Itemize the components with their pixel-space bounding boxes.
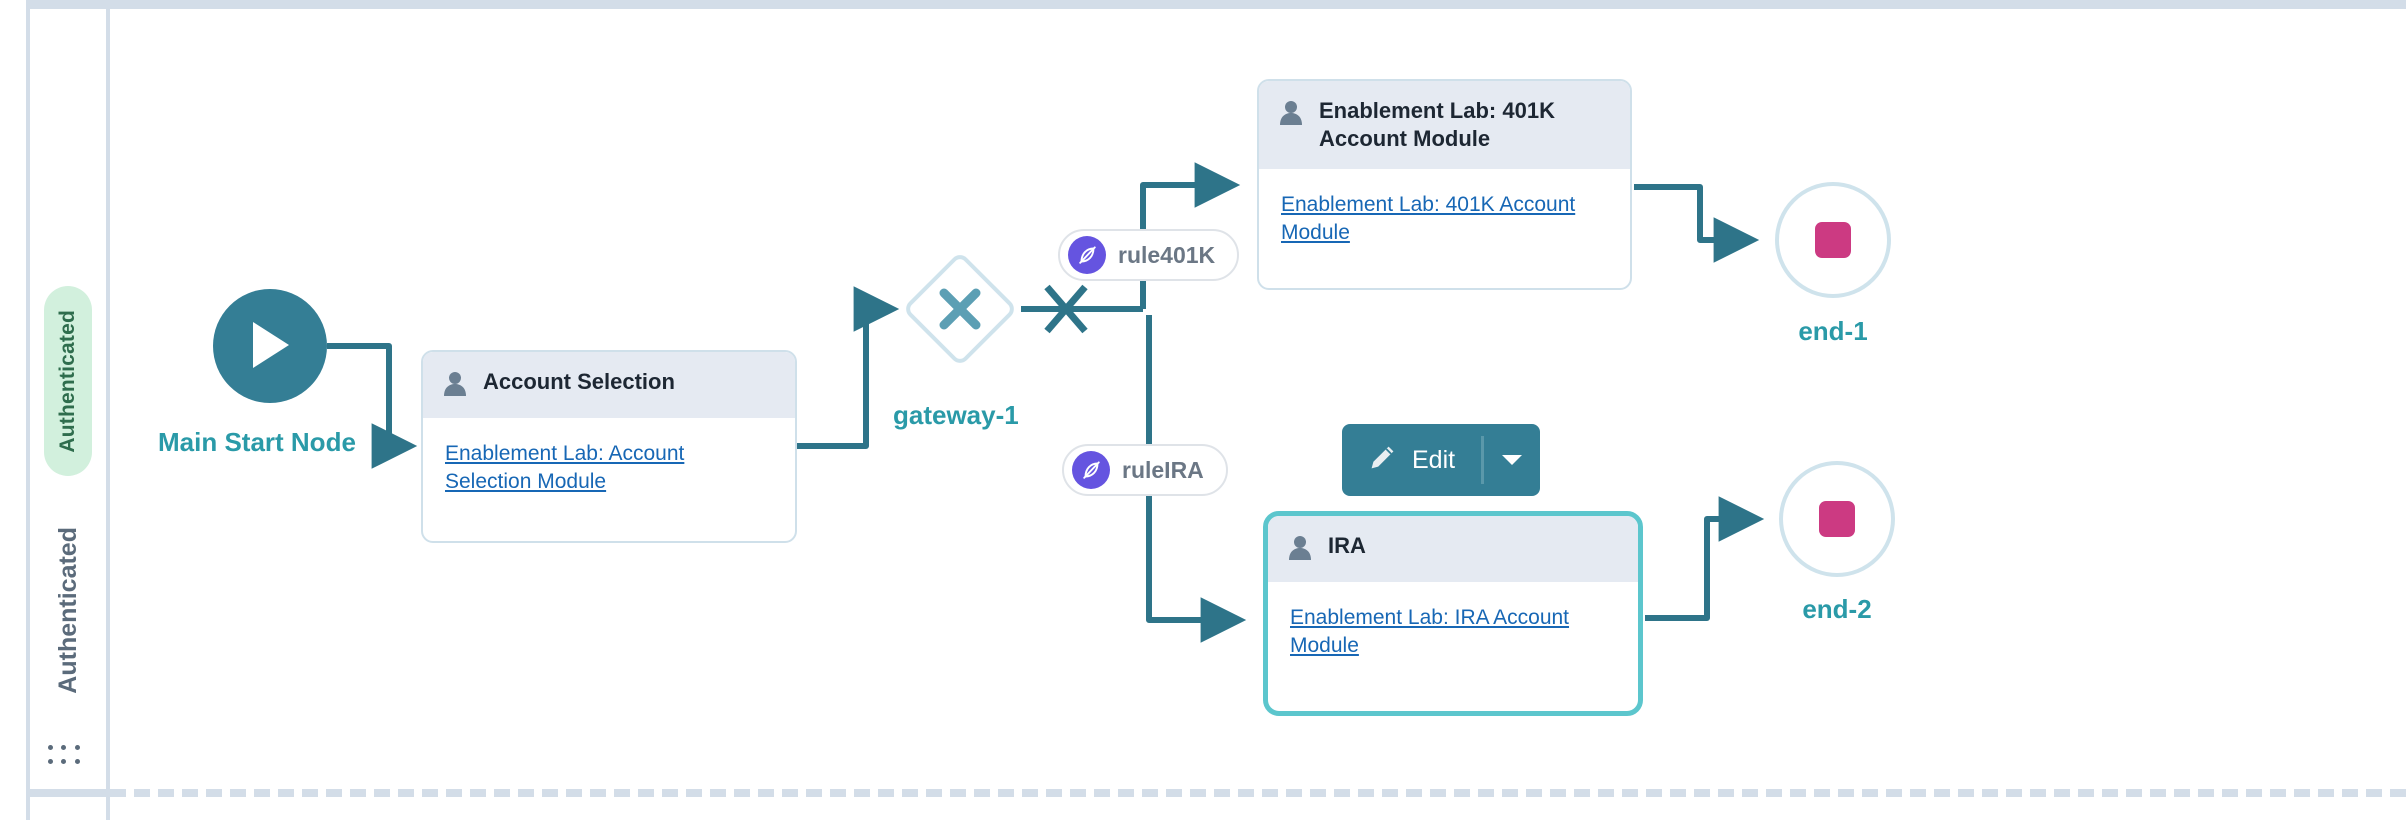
task-card-title: Enablement Lab: 401K Account Module bbox=[1319, 98, 1555, 152]
task-card-account-selection[interactable]: Account Selection Enablement Lab: Accoun… bbox=[421, 350, 797, 543]
rule-leaf-icon bbox=[1068, 236, 1106, 274]
play-icon bbox=[253, 322, 289, 368]
task-card-link[interactable]: Enablement Lab: IRA Account Module bbox=[1290, 606, 1570, 658]
gateway-label: gateway-1 bbox=[893, 400, 1019, 430]
wire-ira-to-end2 bbox=[1645, 496, 1765, 621]
task-card-header: Enablement Lab: 401K Account Module bbox=[1259, 81, 1630, 170]
lane-auth-badge: Authenticated bbox=[44, 286, 92, 476]
end-node-end-2[interactable] bbox=[1779, 461, 1895, 577]
user-task-icon bbox=[1279, 100, 1303, 131]
rule-leaf-icon bbox=[1072, 451, 1110, 489]
lane-top-border bbox=[26, 0, 2406, 9]
drag-dots-icon[interactable] bbox=[48, 745, 84, 769]
end-node-label: end-2 bbox=[1802, 594, 1872, 624]
task-card-link[interactable]: Enablement Lab: Account Selection Module bbox=[445, 442, 685, 494]
wire-401k-to-end1 bbox=[1634, 184, 1760, 263]
chevron-down-icon bbox=[1502, 455, 1523, 465]
task-card-401k-account-module[interactable]: Enablement Lab: 401K Account Module Enab… bbox=[1257, 79, 1632, 290]
end-node-label: end-1 bbox=[1798, 316, 1868, 346]
task-card-body: Enablement Lab: Account Selection Module bbox=[423, 418, 795, 519]
gateway-x-marker bbox=[1044, 284, 1088, 334]
end-node-marker-icon bbox=[1815, 222, 1851, 258]
end-node-marker-icon bbox=[1819, 501, 1855, 537]
task-card-link[interactable]: Enablement Lab: 401K Account Module bbox=[1281, 193, 1576, 245]
user-task-icon bbox=[443, 371, 467, 402]
start-node[interactable] bbox=[213, 289, 327, 403]
rule-badge-label: rule401K bbox=[1118, 241, 1216, 268]
task-card-body: Enablement Lab: IRA Account Module bbox=[1268, 582, 1638, 683]
task-card-title: IRA bbox=[1328, 533, 1366, 558]
wire-account-to-gateway bbox=[797, 309, 869, 449]
edit-dropdown-toggle[interactable] bbox=[1484, 424, 1540, 496]
rule-badge-ruleira[interactable]: ruleIRA bbox=[1062, 444, 1228, 496]
task-card-header: IRA bbox=[1268, 516, 1638, 582]
lane-header-bottom-border bbox=[26, 789, 110, 797]
exclusive-gateway[interactable] bbox=[902, 251, 1018, 367]
edit-button-divider bbox=[1481, 436, 1485, 484]
user-task-icon bbox=[1288, 535, 1312, 566]
task-card-title: Account Selection bbox=[483, 369, 675, 394]
task-card-body: Enablement Lab: 401K Account Module bbox=[1259, 169, 1630, 270]
wire-branch-ira bbox=[1146, 315, 1247, 643]
pencil-icon bbox=[1368, 444, 1396, 477]
rule-badge-label: ruleIRA bbox=[1122, 456, 1204, 483]
start-node-label: Main Start Node bbox=[158, 427, 356, 457]
edit-button-label: Edit bbox=[1412, 445, 1456, 474]
task-card-header: Account Selection bbox=[423, 352, 795, 418]
task-card-ira[interactable]: IRA Enablement Lab: IRA Account Module bbox=[1263, 511, 1643, 716]
exclusive-gateway-x-icon bbox=[939, 288, 981, 330]
wire-start-to-account bbox=[327, 343, 392, 446]
lane-next-strip bbox=[26, 797, 110, 820]
lane-dashed-bottom-border bbox=[110, 789, 2406, 797]
edit-button[interactable]: Edit bbox=[1342, 424, 1481, 496]
rule-badge-rule401k[interactable]: rule401K bbox=[1058, 229, 1240, 281]
end-node-end-1[interactable] bbox=[1775, 182, 1891, 298]
edit-split-button[interactable]: Edit bbox=[1342, 424, 1541, 496]
